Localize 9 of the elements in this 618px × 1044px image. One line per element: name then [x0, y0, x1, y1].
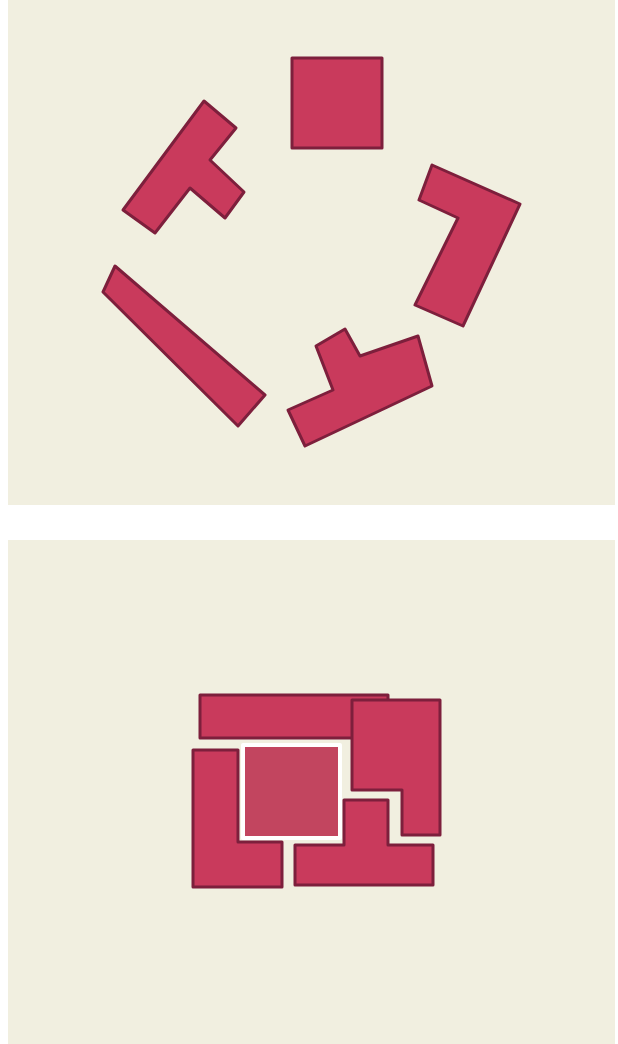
tee-piece [293, 798, 435, 887]
ell-piece [350, 698, 442, 837]
ell-piece [191, 748, 284, 889]
square-piece [241, 743, 342, 840]
tee-piece [286, 327, 434, 448]
tee-piece [121, 99, 246, 235]
ell-piece [413, 163, 522, 328]
square-piece [290, 56, 384, 150]
bar-piece [101, 264, 267, 428]
